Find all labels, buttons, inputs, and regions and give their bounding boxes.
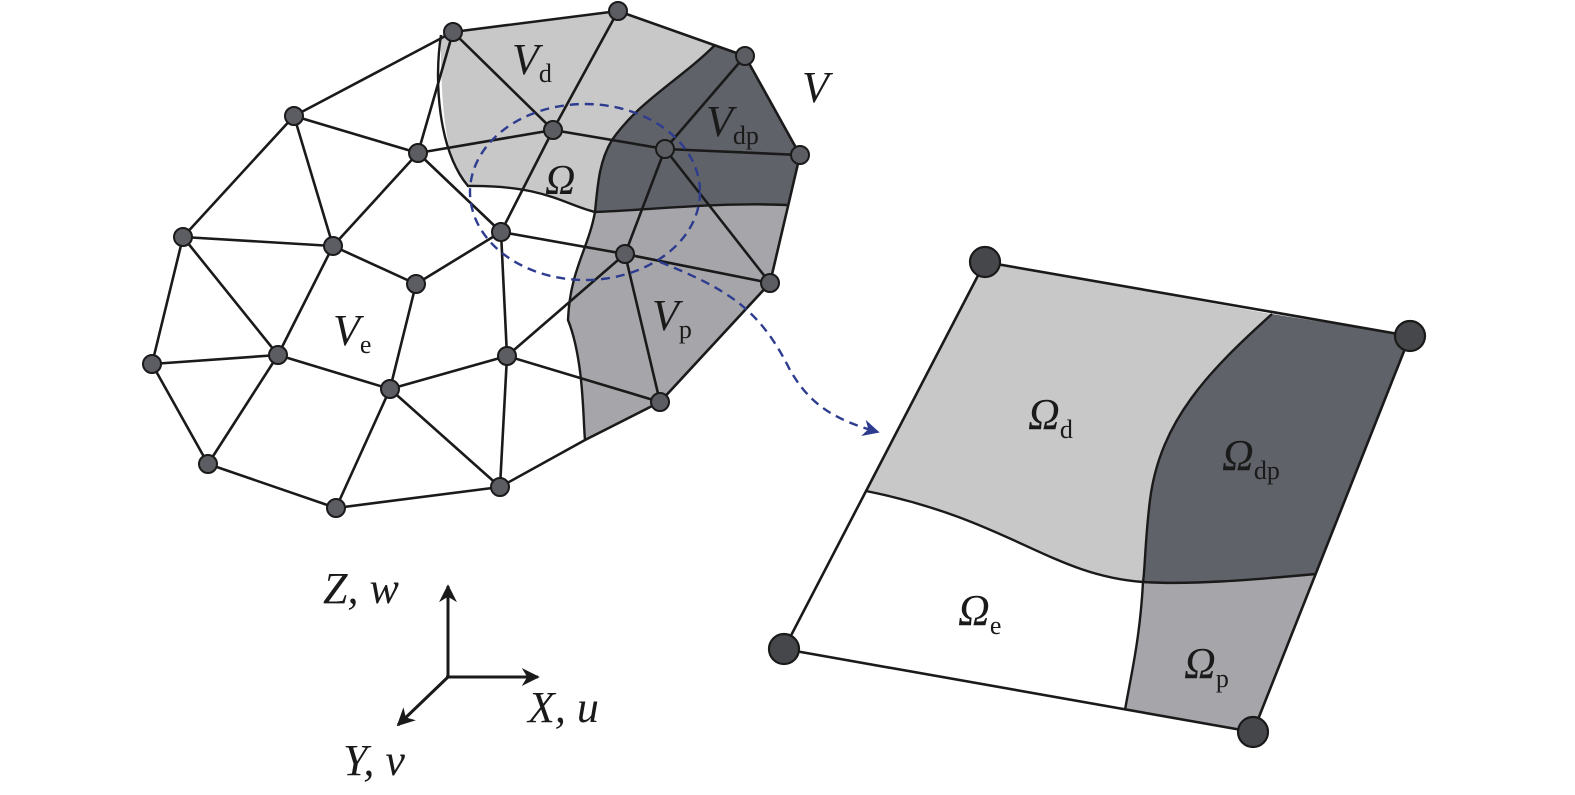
label-omega: Ω: [545, 158, 575, 204]
el-boundary-p-e: [1123, 581, 1145, 711]
element-figure: Ωd Ωdp Ωe Ωp: [767, 245, 1427, 749]
mesh-node: [790, 145, 810, 165]
mesh-node: [443, 22, 463, 42]
region-vdp: [595, 45, 800, 212]
mesh-node: [406, 274, 426, 294]
mesh-node: [655, 139, 675, 159]
mesh-node: [173, 227, 193, 247]
mesh-node: [608, 1, 628, 21]
region-oe: [784, 491, 1143, 710]
el-boundary-dp-p: [1142, 572, 1317, 585]
region-odp: [1143, 314, 1410, 583]
mesh-node: [543, 120, 563, 140]
label-vdp: Vdp: [706, 97, 759, 150]
label-ve: Ve: [333, 306, 371, 359]
mesh-figure: Vd V Vdp Ω Vp Ve: [142, 1, 834, 518]
el-boundary-d-e: [865, 489, 1144, 584]
mesh-node: [326, 498, 346, 518]
region-vd: [440, 11, 715, 212]
mesh-node: [490, 477, 510, 497]
mesh-edges: [150, 9, 802, 510]
mesh-node: [408, 143, 428, 163]
mesh-node: [142, 354, 162, 374]
mesh-node: [735, 46, 755, 66]
label-vp: Vp: [652, 291, 692, 344]
z-axis-label: Z, w: [323, 564, 399, 613]
element-node: [1236, 715, 1270, 749]
y-axis-label: Y, v: [343, 736, 405, 785]
mesh-node: [380, 379, 400, 399]
element-node: [968, 245, 1002, 279]
boundary-d-dp: [593, 44, 716, 213]
label-vd: Vd: [512, 35, 552, 88]
mesh-node: [491, 222, 511, 242]
mesh-node: [323, 236, 343, 256]
element-node: [767, 632, 801, 666]
region-op: [1125, 574, 1316, 732]
label-omega-dp: Ωdp: [1222, 431, 1280, 485]
focus-circle: [468, 102, 702, 282]
boundary-p-e: [566, 211, 597, 441]
mesh-node: [268, 345, 288, 365]
mesh-node: [650, 392, 670, 412]
mesh-node: [284, 106, 304, 126]
el-boundary-d-dp: [1141, 313, 1273, 583]
boundary-dp-p: [594, 203, 788, 214]
x-axis-label: X, u: [526, 683, 599, 732]
element-node: [1393, 319, 1427, 353]
label-omega-p: Ωp: [1184, 639, 1229, 693]
callout-arrow: [659, 260, 880, 437]
mesh-node: [615, 244, 635, 264]
mesh-node: [760, 273, 780, 293]
coordinate-axes: Z, w X, u Y, v: [323, 564, 599, 785]
y-axis-arrow: [396, 675, 450, 727]
label-omega-e: Ωe: [958, 586, 1001, 640]
label-v: V: [802, 63, 834, 112]
label-omega-d: Ωd: [1028, 390, 1073, 444]
mesh-node: [198, 454, 218, 474]
region-od: [866, 262, 1272, 582]
mesh-nodes: [142, 1, 810, 518]
mesh-node: [497, 346, 517, 366]
